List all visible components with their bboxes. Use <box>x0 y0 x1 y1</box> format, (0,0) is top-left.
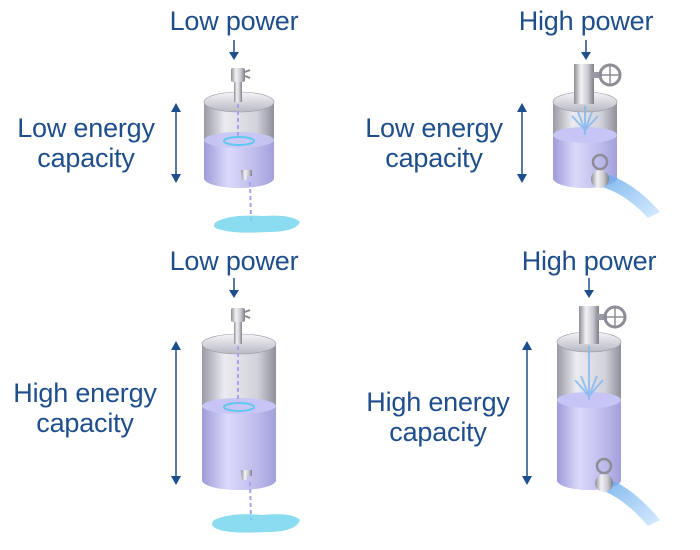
power-label: Low power <box>169 246 299 276</box>
capacity-label: Low energy capacity <box>0 113 186 173</box>
capacity-arrow-heads <box>171 103 181 183</box>
capacity-label-line1: High energy <box>13 378 157 408</box>
panel-low-power-low-capacity <box>171 40 300 233</box>
capacity-label-line2: capacity <box>36 408 134 438</box>
capacity-label-line2: capacity <box>385 143 483 173</box>
capacity-label-line1: High energy <box>366 387 510 417</box>
power-arrow-head <box>229 52 239 60</box>
tank-water <box>204 140 274 188</box>
water-jet <box>602 476 660 526</box>
capacity-label-line2: capacity <box>389 417 487 447</box>
spill-puddle <box>214 215 300 233</box>
capacity-label-line1: Low energy <box>17 113 155 143</box>
panel-high-power-high-capacity <box>522 278 660 526</box>
panel-high-power-low-capacity <box>517 40 660 218</box>
inlet-pipe <box>574 64 594 104</box>
power-label: Low power <box>169 6 299 36</box>
water-jet <box>598 172 660 218</box>
inlet-pipe <box>234 70 242 102</box>
outlet-tap <box>241 170 252 180</box>
power-label: High power <box>518 6 654 36</box>
capacity-label-line1: Low energy <box>365 113 503 143</box>
power-label: High power <box>521 246 657 276</box>
capacity-label: High energy capacity <box>0 378 185 438</box>
panel-low-power-high-capacity <box>171 278 300 533</box>
valve-wheel-icon <box>598 63 622 87</box>
capacity-label: High energy capacity <box>338 387 538 447</box>
capacity-label-line2: capacity <box>37 143 135 173</box>
valve-wheel-icon <box>603 305 627 329</box>
capacity-label: Low energy capacity <box>334 113 534 173</box>
